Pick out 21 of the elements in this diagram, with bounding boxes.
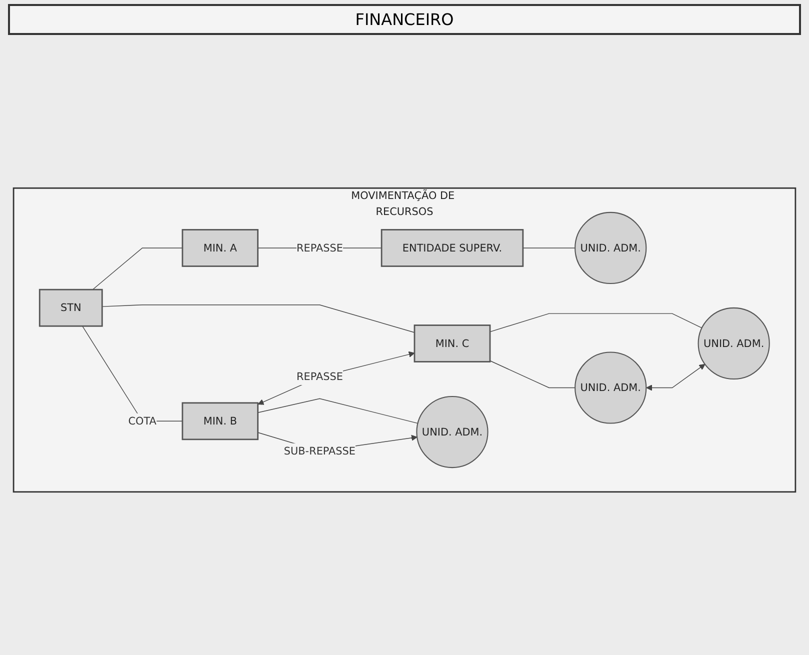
node-circle: UNID. ADM.	[416, 396, 488, 468]
node-box: STN	[38, 288, 103, 327]
connector	[257, 398, 418, 424]
node-box: MIN. B	[182, 402, 259, 440]
connector	[490, 360, 576, 388]
arrow	[646, 364, 706, 391]
edge-label: SUB-REPASSE	[284, 444, 356, 458]
diagram-title: FINANCEIRO	[8, 4, 801, 35]
connector	[490, 313, 702, 332]
node-box: MIN. C	[414, 324, 491, 362]
edge-label: REPASSE	[296, 242, 343, 254]
node-circle: UNID. ADM.	[574, 212, 647, 284]
connector	[102, 304, 415, 333]
edge-label: REPASSE	[296, 370, 343, 383]
connector	[92, 248, 183, 290]
edge-label: COTA	[128, 414, 156, 428]
node-circle: UNID. ADM.	[698, 307, 770, 380]
node-circle: UNID. ADM.	[574, 352, 647, 424]
arrow	[258, 351, 415, 405]
node-box: ENTIDADE SUPERV.	[380, 229, 524, 267]
node-box: MIN. A	[182, 229, 259, 267]
